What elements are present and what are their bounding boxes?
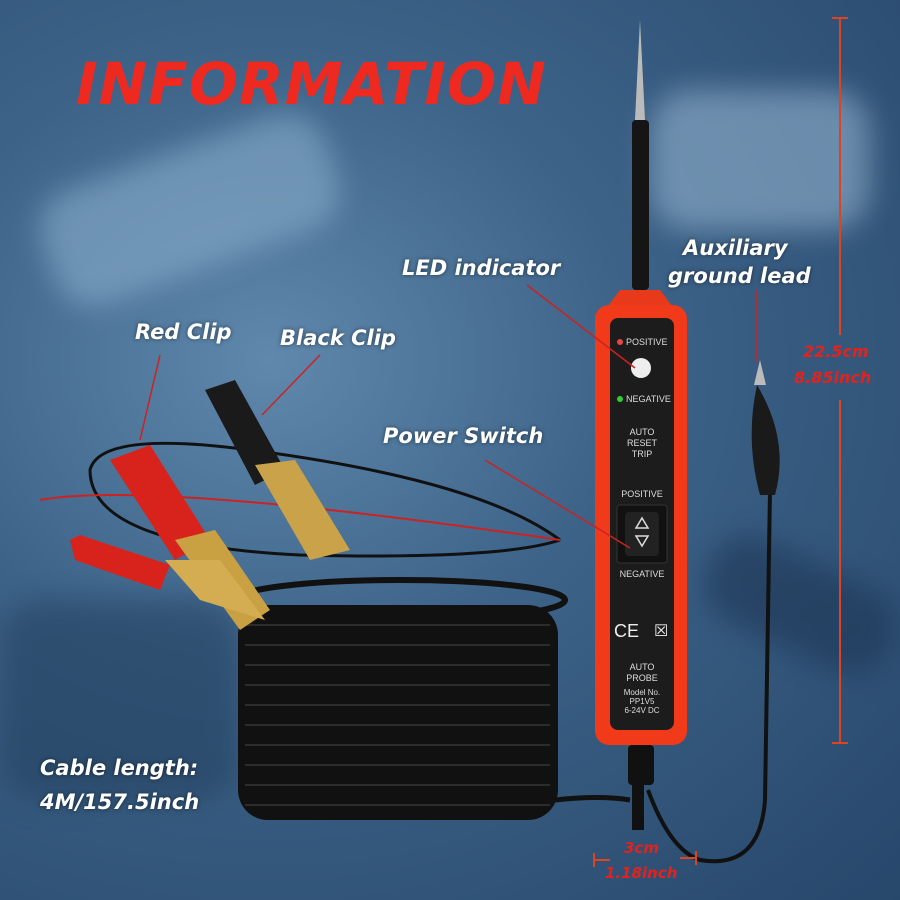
aux-clip bbox=[751, 385, 780, 495]
negative-led-label: NEGATIVE bbox=[626, 394, 671, 404]
text: RESET bbox=[626, 438, 657, 448]
aux-lead-label-1: Auxiliary bbox=[683, 236, 788, 260]
led-indicator-label: LED indicator bbox=[402, 256, 561, 280]
black-clip bbox=[205, 380, 350, 560]
positive-led-label: POSITIVE bbox=[626, 337, 668, 347]
background-blur bbox=[0, 600, 240, 800]
weee-icon: ☒ bbox=[654, 623, 669, 640]
width-cm: 3cm bbox=[624, 839, 659, 857]
cable-length-value: 4M/157.5inch bbox=[40, 790, 200, 814]
red-clip-label: Red Clip bbox=[135, 320, 232, 344]
auto-probe: AUTO PROBE bbox=[612, 662, 672, 684]
black-clip-label: Black Clip bbox=[280, 326, 396, 350]
text: TRIP bbox=[631, 449, 653, 459]
height-inch: 8.85inch bbox=[794, 368, 872, 387]
aux-lead bbox=[646, 489, 772, 864]
switch-positive-label: POSITIVE bbox=[621, 489, 663, 499]
switch-negative-label: NEGATIVE bbox=[619, 569, 665, 579]
width-inch: 1.18inch bbox=[605, 864, 678, 882]
text: 6-24V DC bbox=[624, 706, 660, 715]
aux-lead-label-2: ground lead bbox=[668, 264, 811, 288]
power-switch-label: Power Switch bbox=[383, 424, 544, 448]
text: PP1V5 bbox=[629, 697, 655, 706]
ce-mark: CE bbox=[614, 621, 640, 641]
page-title: INFORMATION bbox=[76, 50, 547, 118]
strain-relief bbox=[628, 745, 654, 785]
cable-length-label: Cable length: bbox=[40, 756, 199, 780]
red-clip bbox=[70, 445, 270, 630]
cable-coil bbox=[39, 441, 631, 820]
text: AUTO bbox=[629, 662, 655, 672]
model-info: Model No. PP1V5 6-24V DC bbox=[612, 688, 672, 715]
text: Model No. bbox=[623, 688, 661, 697]
probe-shaft bbox=[632, 120, 649, 290]
text: AUTO bbox=[629, 427, 655, 437]
background-blur bbox=[650, 90, 870, 230]
probe-tip bbox=[635, 20, 645, 120]
width-dimension bbox=[593, 851, 697, 867]
height-cm: 22.5cm bbox=[803, 342, 869, 361]
text: PROBE bbox=[626, 673, 658, 683]
height-dimension bbox=[832, 17, 848, 744]
auto-reset-trip: AUTO RESET TRIP bbox=[612, 427, 672, 460]
